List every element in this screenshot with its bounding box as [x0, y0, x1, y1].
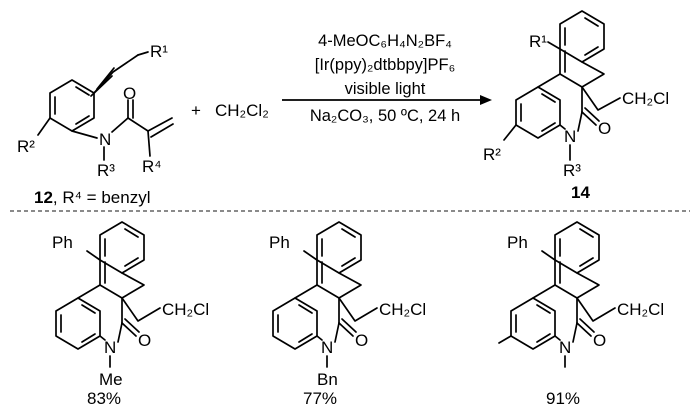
example-2-o: O — [355, 331, 368, 350]
example-2-yield: 77% — [303, 389, 337, 408]
condition-light: visible light — [345, 80, 426, 98]
condition-base-temp-time: Na₂CO₃, 50 ºC, 24 h — [310, 107, 460, 125]
plus-sign: + — [191, 101, 201, 120]
example-3-ring-methyl — [498, 335, 512, 344]
product-atom-o: O — [598, 119, 611, 138]
example-1-n-sub: Me — [99, 370, 123, 389]
example-1-side-chain: CH₂Cl — [162, 300, 209, 319]
product-atom-r3: R³ — [563, 161, 581, 180]
start-atom-o: O — [123, 84, 136, 103]
example-1-n: N — [104, 338, 116, 357]
label-12-rest: , R⁴ = benzyl — [53, 188, 151, 207]
example-2-n-sub: Bn — [317, 370, 338, 389]
product-atom-n: N — [564, 127, 576, 146]
example-3-n: N — [559, 338, 571, 357]
start-atom-r3: R³ — [97, 161, 115, 180]
condition-diazonium: 4-MeOC₆H₄N₂BF₄ — [318, 32, 452, 50]
product-side-chain: CH₂Cl — [622, 89, 669, 108]
product-bonds — [503, 10, 621, 161]
product-atom-r1: R¹ — [529, 32, 547, 51]
example-2-side-chain: CH₂Cl — [379, 300, 426, 319]
start-atom-n: N — [99, 130, 111, 149]
reagent-ch2cl2: CH₂Cl₂ — [215, 101, 269, 120]
reaction-arrow — [282, 95, 492, 105]
start-atom-r4: R⁴ — [142, 157, 162, 176]
product-atom-r2: R² — [483, 145, 501, 164]
example-1-ph: Ph — [52, 233, 73, 252]
example-2-n: N — [321, 338, 333, 357]
example-2-N-benzyl: Ph CH₂Cl N O Bn 77% — [269, 221, 426, 408]
example-3-side-chain: CH₂Cl — [617, 300, 664, 319]
starting-material-bonds — [37, 51, 174, 161]
example-3-yield: 91% — [546, 389, 580, 408]
product-14: R¹ CH₂Cl N O R² R³ — [483, 10, 669, 180]
example-1-N-methyl: Ph CH₂Cl N O Me 83% — [52, 221, 209, 408]
example-2-ph: Ph — [269, 233, 290, 252]
example-3-o: O — [593, 331, 606, 350]
label-14: 14 — [571, 183, 590, 202]
example-1-yield: 83% — [87, 389, 121, 408]
example-1-o: O — [138, 331, 151, 350]
starting-material-12: R¹ N O R² R³ R⁴ — [17, 42, 174, 180]
label-12: 12, R⁴ = benzyl — [34, 188, 150, 207]
example-3-ph: Ph — [507, 233, 528, 252]
label-12-number: 12 — [34, 188, 53, 207]
start-atom-r2: R² — [17, 137, 35, 156]
condition-photocatalyst: [Ir(ppy)₂dtbbpy]PF₆ — [315, 56, 456, 74]
example-3-methyl-substituted: Ph CH₂Cl N O 91% — [498, 221, 664, 408]
start-atom-r1: R¹ — [150, 42, 168, 61]
